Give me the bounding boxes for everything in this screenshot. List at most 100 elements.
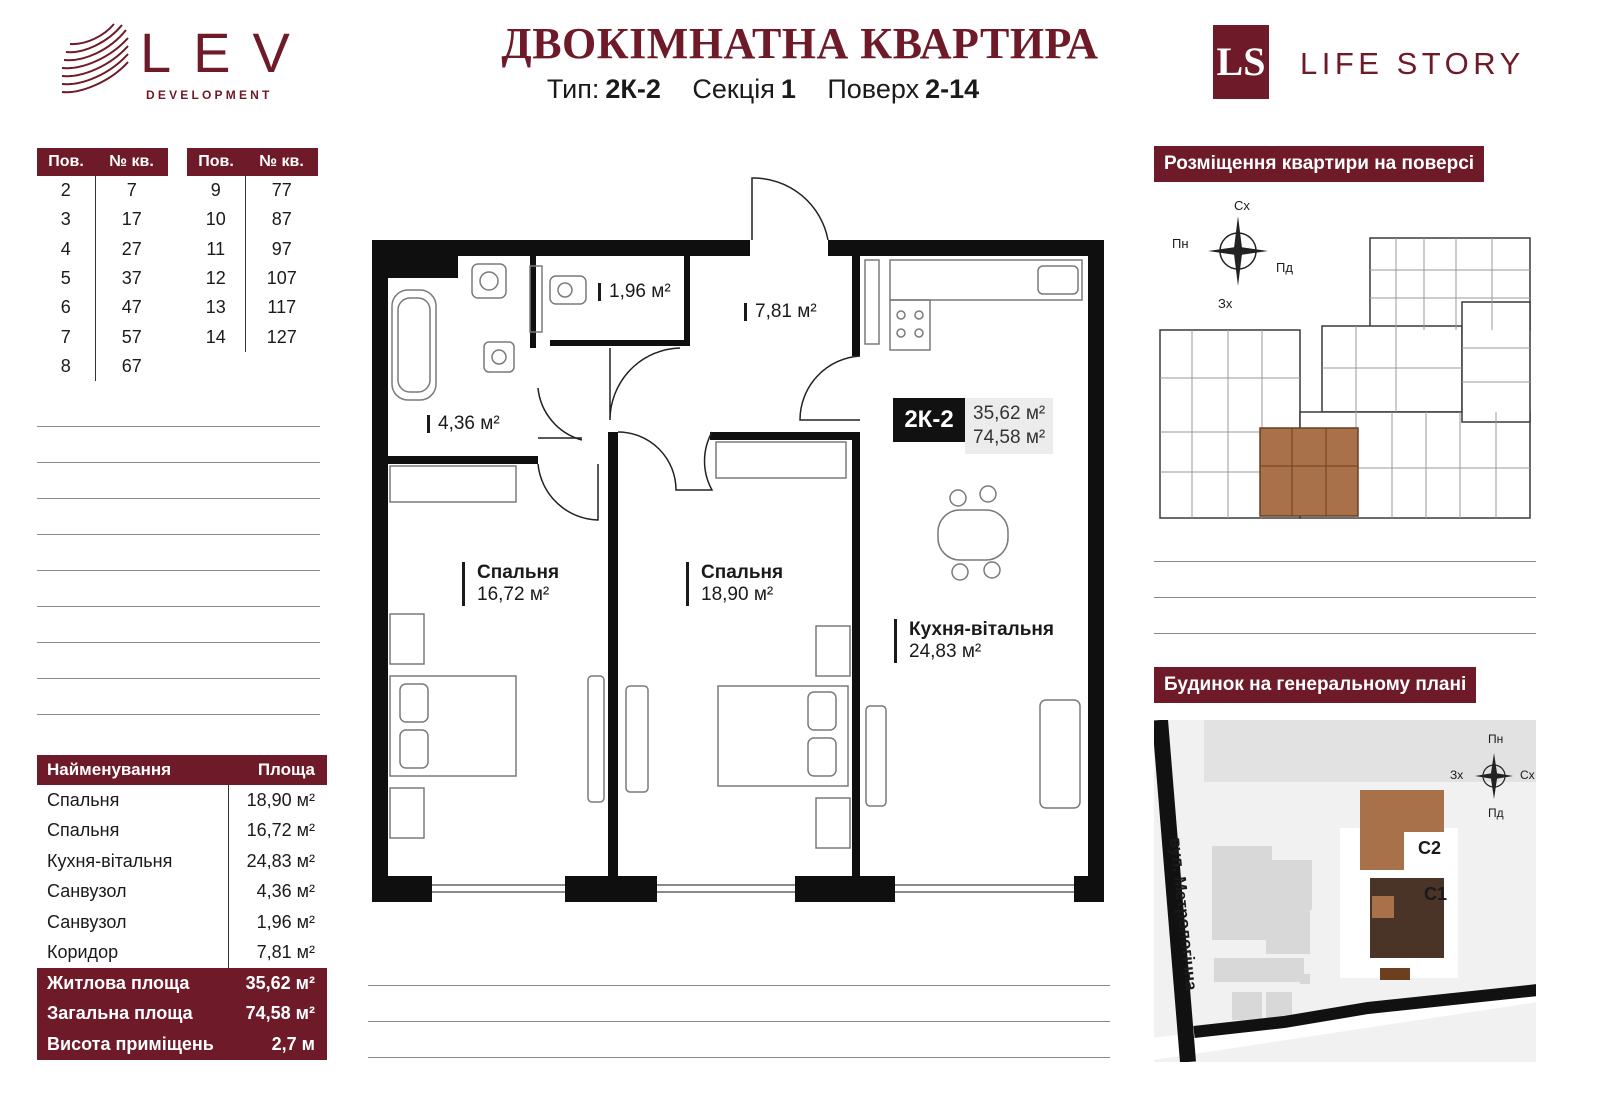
section-value: 1 <box>780 74 796 104</box>
apartment-floor-plan <box>372 177 1104 902</box>
life-story-logo-word: LIFE STORY <box>1300 46 1525 81</box>
floor-placement-plan <box>1159 237 1531 519</box>
bedroom2-name: Спальня <box>701 562 784 583</box>
site-plan-map: вул. Метрологічна С2 С1 Пн Зх Сх Пд <box>1154 720 1536 1062</box>
floor-number: 7 <box>37 322 96 352</box>
page-title: ДВОКІМНАТНА КВАРТИРА <box>501 19 1099 68</box>
section-c1-label: С1 <box>1424 884 1448 904</box>
room-name: Спальня <box>47 789 120 810</box>
floor-row: 14 127 <box>187 322 318 352</box>
apartment-code-areas: 35,62 м² 74,58 м² <box>965 398 1054 454</box>
room-name: Коридор <box>47 942 119 963</box>
apartment-number: 7 <box>126 180 137 201</box>
site-plan-title: Будинок на генеральному плані <box>1154 667 1477 703</box>
bedroom1-label: Спальня 16,72 м² <box>462 562 559 606</box>
floor-row: 3 17 <box>37 205 168 235</box>
floor-number: 10 <box>187 205 246 235</box>
col-floor: Пов. <box>187 148 245 176</box>
lev-logo-subtitle: DEVELOPMENT <box>146 88 273 102</box>
wc-area: 1,96 м² <box>598 282 671 301</box>
compass-south-label: Зх <box>1218 296 1233 311</box>
compass-rose-icon <box>1208 216 1268 286</box>
code-living-area: 35,62 м² <box>973 403 1046 424</box>
floor-number: 14 <box>187 322 246 352</box>
bedroom1-name: Спальня <box>477 562 560 583</box>
total-name: Житлова площа <box>37 968 229 999</box>
col-apt: № кв. <box>245 148 318 176</box>
bedroom1-area: 16,72 м² <box>477 584 550 605</box>
kitchen-name: Кухня-вітальня <box>909 619 1054 640</box>
col-floor: Пов. <box>37 148 95 176</box>
area-row: Кухня-вітальня 24,83 м² <box>37 846 327 877</box>
bedroom2-label: Спальня 18,90 м² <box>686 562 783 606</box>
floor-compass: Сх Пн Пд Зх <box>1168 196 1308 314</box>
floor-row: 10 87 <box>187 205 318 235</box>
total-area: 2,7 м <box>228 1029 327 1060</box>
floor-number: 3 <box>37 205 96 235</box>
apartment-code: 2К-2 <box>893 398 965 442</box>
floor-number: 8 <box>37 351 96 382</box>
floor-value: 2-14 <box>925 74 980 104</box>
life-story-logo-mark: LS <box>1213 25 1269 99</box>
floor-placement-title: Розміщення квартири на поверсі <box>1154 146 1485 182</box>
floor-number: 4 <box>37 234 96 264</box>
room-name: Санвузол <box>47 911 127 932</box>
apartment-number: 117 <box>267 297 297 318</box>
apartment-number: 17 <box>121 209 142 230</box>
bedroom2-area: 18,90 м² <box>701 584 774 605</box>
apartment-number: 47 <box>121 297 142 318</box>
col-area: Площа <box>228 755 327 785</box>
room-area: 24,83 м² <box>227 846 327 877</box>
type-label: Тип: <box>546 74 600 104</box>
compass-north-label: Сх <box>1234 198 1250 213</box>
total-area: 35,62 м² <box>228 968 327 999</box>
lev-logo <box>60 22 300 106</box>
area-row: Спальня 18,90 м² <box>37 785 327 816</box>
apartment-number: 57 <box>121 326 142 347</box>
type-value: 2К-2 <box>605 74 661 104</box>
apartment-number: 67 <box>121 355 142 376</box>
room-name: Спальня <box>47 820 120 841</box>
col-name: Найменування <box>37 755 229 785</box>
room-name: Кухня-вітальня <box>47 850 173 871</box>
area-row: Коридор 7,81 м² <box>37 937 327 968</box>
floor-number: 5 <box>37 263 96 294</box>
floor-row: 7 57 <box>37 322 168 352</box>
lev-logo-word: LEV <box>140 21 312 84</box>
compass-north-label: Пн <box>1488 732 1504 746</box>
highlighted-apartment <box>1259 427 1359 517</box>
total-area: 74,58 м² <box>228 998 327 1029</box>
apartment-number: 37 <box>121 268 142 289</box>
apartment-number: 87 <box>271 209 292 230</box>
floor-row: 8 67 <box>37 351 168 382</box>
compass-west-label: Зх <box>1450 768 1464 782</box>
apartment-number: 77 <box>271 180 292 201</box>
apartment-code-badge: 2К-2 35,62 м² 74,58 м² <box>893 398 1054 454</box>
floor-number: 13 <box>187 293 246 323</box>
corridor-area: 7,81 м² <box>744 302 817 321</box>
floor-number: 12 <box>187 263 246 294</box>
kitchen-area: 24,83 м² <box>909 641 982 662</box>
apartment-number: 127 <box>266 326 297 347</box>
room-name: Санвузол <box>47 881 127 902</box>
room-area: 7,81 м² <box>227 937 327 968</box>
total-name: Загальна площа <box>37 998 229 1029</box>
floor-number: 2 <box>37 176 96 206</box>
room-area: 18,90 м² <box>227 785 327 816</box>
site-plan-drawing <box>1154 720 1536 1062</box>
col-apt: № кв. <box>95 148 168 176</box>
compass-south-label: Пд <box>1488 806 1504 820</box>
lev-logo-mark <box>61 23 129 94</box>
section-c2-label: С2 <box>1418 838 1442 858</box>
compass-rose-icon <box>1475 753 1513 799</box>
